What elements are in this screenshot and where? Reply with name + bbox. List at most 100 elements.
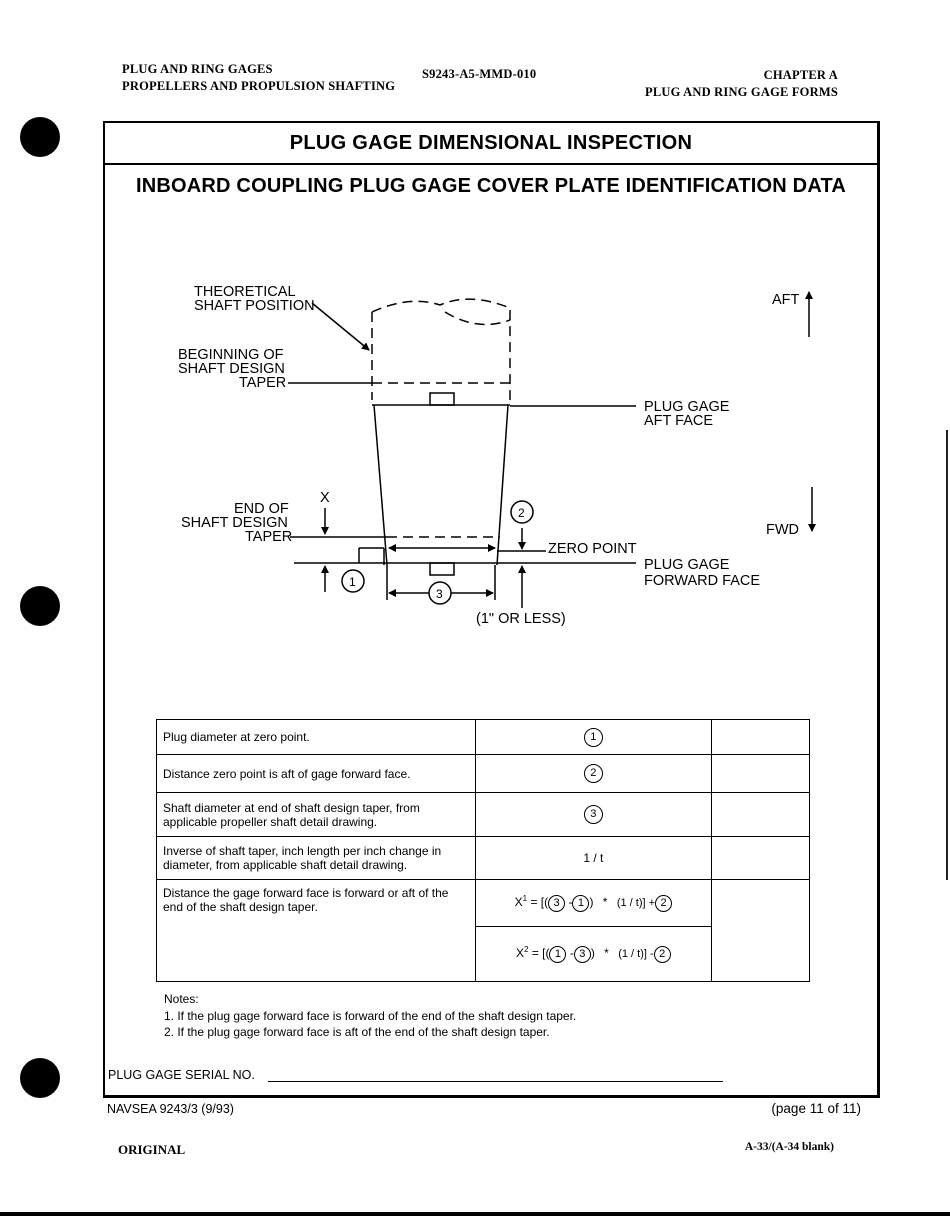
- serial-number-field[interactable]: [268, 1081, 723, 1082]
- f2-sup: 2: [524, 945, 529, 954]
- row-label: Distance the gage forward face is forwar…: [156, 879, 476, 982]
- gage-left-side: [373, 404, 388, 566]
- form-subtitle: INBOARD COUPLING PLUG GAGE COVER PLATE I…: [135, 175, 847, 197]
- f1-times: *: [602, 895, 608, 909]
- aft-lug: [429, 392, 455, 406]
- header-right: CHAPTER A PLUG AND RING GAGE FORMS: [645, 67, 838, 101]
- table-row: Inverse of shaft taper, inch length per …: [156, 836, 810, 880]
- row-symbol: 3: [474, 792, 713, 837]
- header-center: S9243-A5-MMD-010: [422, 67, 537, 81]
- marker-label-3: 3: [436, 587, 443, 601]
- f1-c: 2: [655, 895, 673, 912]
- marker-label-2: 2: [518, 506, 525, 520]
- symbol-circle: 2: [583, 764, 603, 783]
- page-indicator: (page 11 of 11): [771, 1101, 861, 1116]
- f1-x: X: [514, 895, 523, 909]
- label-one-inch: (1" OR LESS): [476, 611, 566, 627]
- row-label: Inverse of shaft taper, inch length per …: [156, 836, 476, 880]
- f2-times: *: [604, 946, 609, 960]
- label-aft-face-2: AFT FACE: [644, 413, 713, 429]
- table-row: Distance the gage forward face is forwar…: [156, 879, 810, 982]
- row-label: Shaft diameter at end of shaft design ta…: [156, 792, 476, 837]
- header-right-line2: PLUG AND RING GAGE FORMS: [644, 85, 838, 99]
- f1-a: 3: [548, 895, 566, 912]
- label-x: X: [320, 490, 330, 506]
- formula-x1: X1 = [(3 -1) * (1 / t)] +2: [474, 879, 713, 927]
- marker-circle-3: [428, 581, 452, 605]
- f1-b: 1: [572, 895, 590, 912]
- row5-label: Distance the gage forward face is forwar…: [163, 886, 449, 914]
- label-beginning-1: BEGINNING OF: [178, 347, 284, 363]
- form-title: PLUG GAGE DIMENSIONAL INSPECTION: [105, 123, 877, 165]
- note-2: 2. If the plug gage forward face is aft …: [164, 1025, 550, 1039]
- value-cell[interactable]: [711, 754, 810, 793]
- label-end-2: SHAFT DESIGN: [181, 515, 288, 531]
- page-reference: A-33/(A-34 blank): [744, 1141, 834, 1153]
- row-symbol: 2: [474, 754, 713, 793]
- label-aft: AFT: [772, 292, 800, 308]
- value-cell[interactable]: [711, 836, 810, 880]
- f2-x: X: [516, 946, 525, 960]
- theoretical-shaft-outline: [371, 298, 511, 400]
- f2-a: 1: [549, 946, 567, 963]
- marker-circle-2: [510, 500, 534, 524]
- symbol-circle: 3: [583, 805, 603, 824]
- form-number: NAVSEA 9243/3 (9/93): [107, 1102, 234, 1116]
- serial-number-label: PLUG GAGE SERIAL NO.: [108, 1068, 255, 1082]
- row-label: Plug diameter at zero point.: [156, 719, 476, 755]
- notes-heading: Notes:: [164, 992, 199, 1006]
- marker-circle-1: [341, 569, 365, 593]
- f1-sup: 1: [522, 894, 528, 903]
- table-row: Shaft diameter at end of shaft design ta…: [156, 792, 810, 837]
- f2-close: ): [590, 946, 595, 960]
- label-fwd-face-2: FORWARD FACE: [644, 573, 760, 589]
- label-fwd-face-1: PLUG GAGE: [644, 557, 730, 573]
- label-beginning-2: SHAFT DESIGN: [178, 361, 285, 377]
- f1-minus: -: [568, 895, 573, 909]
- value-cell[interactable]: [711, 719, 810, 755]
- header-right-line1: CHAPTER A: [763, 68, 838, 82]
- value-cell[interactable]: [711, 879, 810, 982]
- punch-hole-bottom: [20, 1058, 60, 1098]
- label-aft-face-1: PLUG GAGE: [644, 399, 730, 415]
- row-label: Distance zero point is aft of gage forwa…: [156, 754, 476, 793]
- symbol-circle: 1: [583, 727, 603, 747]
- punch-hole-top: [20, 117, 60, 157]
- label-end-3: TAPER: [245, 529, 292, 545]
- forward-lug: [429, 562, 455, 576]
- scan-edge-bottom: [0, 1212, 950, 1216]
- gage-right-side: [496, 404, 509, 566]
- label-theoretical-1: THEORETICAL: [194, 284, 296, 300]
- notes: Notes: 1. If the plug gage forward face …: [164, 991, 576, 1041]
- header-left: PLUG AND RING GAGES PROPELLERS AND PROPU…: [122, 61, 395, 95]
- label-end-1: END OF: [234, 501, 289, 517]
- theoretical-leader: [311, 302, 370, 351]
- form-frame: PLUG GAGE DIMENSIONAL INSPECTION INBOARD…: [103, 121, 880, 1098]
- identification-table: Plug diameter at zero point. 1 Distance …: [156, 719, 810, 982]
- marker-label-1: 1: [349, 575, 356, 589]
- f2-eq: = [(: [531, 946, 550, 960]
- label-zero-point: ZERO POINT: [548, 541, 637, 557]
- header-left-line1: PLUG AND RING GAGES: [122, 62, 273, 76]
- theoretical-shaft-lower-curve: [444, 311, 511, 326]
- note-1: 1. If the plug gage forward face is forw…: [164, 1008, 577, 1023]
- header-left-line2: PROPELLERS AND PROPULSION SHAFTING: [122, 79, 396, 93]
- original-label: ORIGINAL: [118, 1142, 186, 1157]
- f2-minus: -: [569, 946, 574, 960]
- table-row: Plug diameter at zero point. 1: [156, 719, 810, 755]
- punch-hole-middle: [20, 586, 60, 626]
- row-symbol: 1: [474, 719, 713, 755]
- label-theoretical-2: SHAFT POSITION: [194, 298, 315, 314]
- f2-inv: (1 / t)] -: [618, 948, 654, 960]
- label-beginning-3: TAPER: [239, 375, 286, 391]
- value-cell[interactable]: [711, 792, 810, 837]
- f2-c: 2: [653, 946, 671, 963]
- table-row: Distance zero point is aft of gage forwa…: [156, 754, 810, 793]
- f1-inv: (1 / t)] +: [616, 897, 656, 909]
- row-symbol: 1 / t: [474, 836, 713, 880]
- formula-x2: X2 = [(1 -3) * (1 / t)] -2: [474, 926, 713, 982]
- f1-close: ): [589, 895, 594, 909]
- table-row: X2 = [(1 -3) * (1 / t)] -2: [157, 926, 810, 982]
- plug-gage-diagram: THEORETICAL SHAFT POSITION BEGINNING OF …: [178, 284, 816, 627]
- scan-edge-right: [946, 430, 948, 880]
